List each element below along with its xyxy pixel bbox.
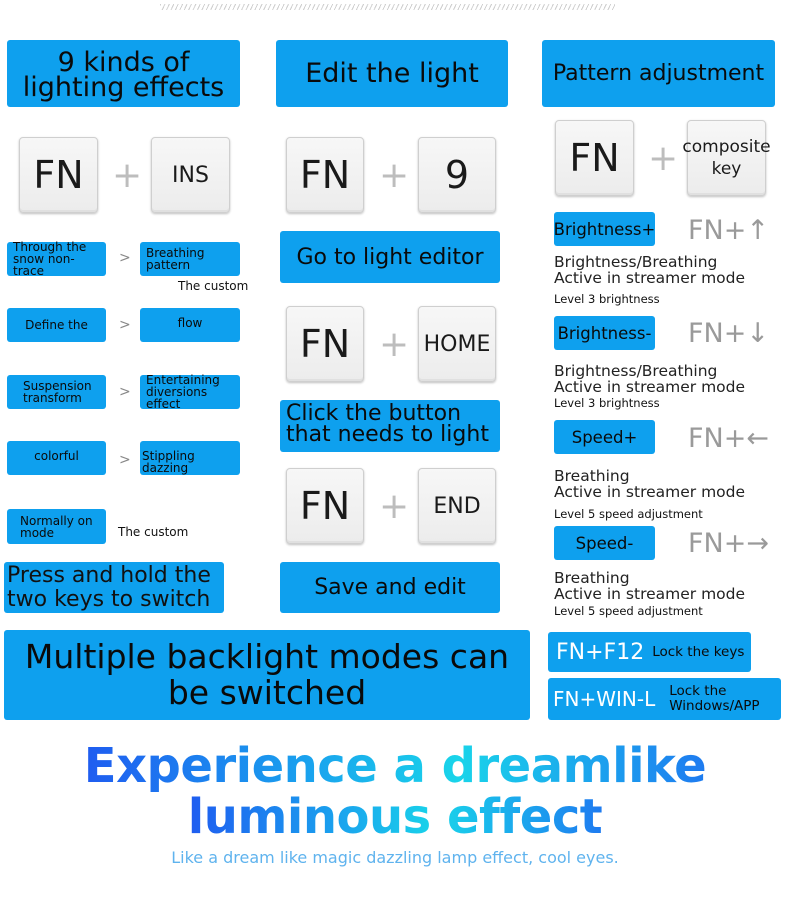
brightness-desc: Brightness/Breathing bbox=[554, 253, 718, 271]
lighting-effects-title: 9 kinds of lighting effects bbox=[7, 40, 240, 107]
streamer-desc: Active in streamer mode bbox=[554, 585, 746, 603]
mode-define-the: Define the bbox=[7, 308, 106, 342]
nine-key: 9 bbox=[418, 137, 496, 213]
fn-key: FN bbox=[19, 137, 98, 213]
mode-through-snow: Through the snow non-trace bbox=[7, 241, 106, 277]
streamer-desc: Active in streamer mode bbox=[554, 483, 746, 501]
backlight-modes-banner: Multiple backlight modes can be switched bbox=[4, 630, 530, 720]
the-custom-label: The custom bbox=[118, 525, 189, 539]
brightness-up-label: Brightness+ bbox=[554, 212, 655, 246]
breathing-desc: Breathing bbox=[554, 467, 630, 485]
pattern-adjustment-title: Pattern adjustment bbox=[542, 40, 775, 107]
breathing-desc: Breathing bbox=[554, 569, 630, 587]
go-light-editor-label: Go to light editor bbox=[280, 231, 500, 283]
mode-stippling-dazzing: Stippling dazzing bbox=[140, 441, 240, 475]
mode-entertaining-diversions: Entertaining diversions effect bbox=[140, 374, 240, 410]
lock-windows-box: FN+WIN-L Lock the Windows/APP bbox=[548, 678, 781, 720]
level-desc: Level 5 speed adjustment bbox=[554, 604, 703, 618]
streamer-desc: Active in streamer mode bbox=[554, 378, 746, 396]
fn-key: FN bbox=[286, 468, 364, 544]
brightness-down-label: Brightness- bbox=[554, 316, 655, 350]
arrow-right-icon: > bbox=[119, 384, 131, 400]
fn-right-arrow-combo: FN+→ bbox=[688, 528, 769, 559]
plus-sign: + bbox=[648, 138, 679, 179]
mode-breathing-pattern: Breathing pattern bbox=[140, 242, 240, 276]
ins-key: INS bbox=[151, 137, 230, 213]
lock-keys-text: Lock the keys bbox=[652, 644, 745, 660]
press-hold-note: Press and hold the two keys to switch bbox=[4, 562, 224, 613]
mode-flow: flow bbox=[140, 308, 240, 342]
plus-sign: + bbox=[112, 155, 143, 196]
save-edit-label: Save and edit bbox=[280, 562, 500, 613]
mode-normally-on: Normally on mode bbox=[7, 509, 106, 544]
tagline: Like a dream like magic dazzling lamp ef… bbox=[171, 848, 619, 867]
arrow-right-icon: > bbox=[119, 250, 131, 266]
lock-windows-text: Lock the Windows/APP bbox=[669, 683, 760, 714]
speed-down-label: Speed- bbox=[554, 526, 655, 560]
plus-sign: + bbox=[379, 486, 410, 527]
edit-light-title: Edit the light bbox=[276, 40, 508, 107]
decorative-hatch-line bbox=[160, 4, 615, 10]
headline-line-1: Experience a dreamlike bbox=[83, 738, 707, 794]
fn-up-arrow-combo: FN+↑ bbox=[688, 215, 769, 246]
fn-key: FN bbox=[555, 120, 634, 196]
plus-sign: + bbox=[379, 324, 410, 365]
fn-win-l-combo: FN+WIN-L bbox=[553, 687, 656, 711]
the-custom-label: The custom bbox=[178, 279, 249, 293]
lock-keys-box: FN+F12 Lock the keys bbox=[548, 632, 751, 672]
brightness-desc: Brightness/Breathing bbox=[554, 362, 718, 380]
home-key: HOME bbox=[418, 306, 496, 382]
speed-up-label: Speed+ bbox=[554, 420, 655, 454]
fn-key: FN bbox=[286, 306, 364, 382]
level-desc: Level 3 brightness bbox=[554, 292, 660, 306]
composite-key: composite key bbox=[682, 120, 771, 196]
fn-down-arrow-combo: FN+↓ bbox=[688, 318, 769, 349]
streamer-desc: Active in streamer mode bbox=[554, 269, 746, 287]
mode-colorful: colorful bbox=[7, 441, 106, 475]
arrow-right-icon: > bbox=[119, 317, 131, 333]
fn-key: FN bbox=[286, 137, 364, 213]
end-key: END bbox=[418, 468, 496, 544]
fn-left-arrow-combo: FN+← bbox=[688, 423, 769, 454]
click-button-label: Click the button that needs to light bbox=[280, 400, 500, 452]
arrow-right-icon: > bbox=[119, 452, 131, 468]
headline-line-2: luminous effect bbox=[187, 789, 603, 845]
mode-suspension-transform: Suspension transform bbox=[7, 375, 106, 409]
level-desc: Level 3 brightness bbox=[554, 396, 660, 410]
fn-f12-combo: FN+F12 bbox=[556, 639, 645, 665]
plus-sign: + bbox=[379, 155, 410, 196]
level-desc: Level 5 speed adjustment bbox=[554, 507, 703, 521]
